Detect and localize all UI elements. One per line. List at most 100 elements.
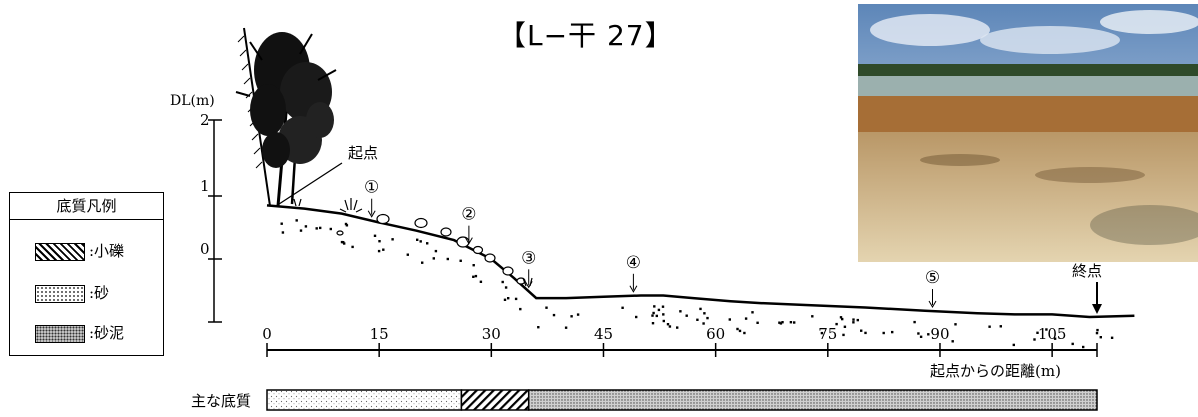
point-markers: ① ② ③ ④ ⑤ — [364, 178, 940, 309]
sediment-dot — [299, 229, 303, 232]
sediment-dot — [676, 326, 679, 329]
pebble-icons — [336, 213, 526, 285]
sediment-dot — [793, 321, 796, 324]
sediment-dot — [351, 245, 354, 249]
sediment-dot — [1110, 336, 1114, 339]
sediment-dot — [820, 331, 824, 335]
point-marker-label: ② — [461, 205, 476, 225]
sediment-dot — [434, 249, 438, 253]
point-marker-arrowhead — [524, 281, 533, 289]
x-tick-label: 60 — [706, 325, 725, 343]
sediment-dot — [702, 322, 705, 325]
sediment-dot — [864, 331, 867, 335]
substrate-label: 主な底質 — [191, 392, 251, 410]
sediment-dot — [340, 240, 344, 244]
sediment-dot — [685, 314, 688, 317]
sediment-dot — [779, 322, 783, 325]
page-title: 【L−干 27】 — [498, 19, 674, 52]
sediment-dot — [988, 325, 991, 328]
sediment-dot — [1036, 331, 1039, 334]
sediment-dot — [919, 335, 923, 338]
sediment-dot — [406, 253, 409, 256]
sediment-dot — [391, 238, 394, 241]
legend-label: :砂泥 — [89, 324, 125, 342]
sediment-dot — [1099, 336, 1102, 339]
sediment-dot — [679, 310, 682, 313]
sediment-dot — [503, 298, 507, 301]
legend-label: :小礫 — [89, 242, 125, 260]
sediment-dot — [703, 312, 706, 315]
sediment-dot — [653, 305, 656, 308]
sediment-dot — [295, 219, 298, 222]
sediment-dot — [860, 329, 863, 332]
point-marker-1: ① — [364, 178, 379, 218]
grass-icon — [293, 198, 533, 287]
sediment-dot — [744, 317, 748, 320]
sediment-dot — [474, 274, 478, 278]
sediment-dot — [728, 318, 731, 321]
sediment-dot — [999, 325, 1002, 328]
sediment-dot — [1071, 342, 1074, 346]
substrate-segment-sandy-mud — [527, 389, 1098, 411]
gravel-swatch — [35, 243, 85, 261]
sediment-dot — [852, 321, 855, 324]
sediment-dot — [661, 305, 665, 308]
sediment-dot — [519, 307, 522, 311]
y-tick-label: 2 — [200, 111, 210, 129]
point-marker-label: ③ — [521, 248, 536, 268]
sediment-dot — [652, 311, 655, 315]
sandy-mud-swatch — [35, 325, 85, 343]
sediment-dot — [751, 311, 754, 314]
sediment-dot — [1033, 338, 1036, 341]
sediment-dot — [514, 297, 518, 301]
sediment-dot — [426, 242, 429, 245]
sediment-dot — [789, 321, 793, 324]
sediment-dot — [472, 275, 475, 278]
sediment-dot — [576, 313, 580, 316]
substrate-segment-sand — [266, 389, 463, 411]
legend-item-sandy-mud: :砂泥 — [35, 323, 124, 343]
y-axis-label: DL(m) — [170, 93, 215, 109]
sediment-dot — [459, 259, 462, 262]
sediment-dot — [635, 315, 638, 319]
legend-label: :砂 — [89, 284, 110, 302]
sediment-dot — [537, 326, 540, 329]
x-tick-label: 45 — [594, 325, 613, 343]
sediment-dot — [913, 320, 916, 324]
sediment-dot — [421, 261, 424, 264]
start-pointer-line — [275, 162, 343, 207]
sand-swatch — [35, 285, 85, 303]
sediment-dot — [382, 248, 385, 251]
sediment-dot — [856, 318, 859, 322]
point-marker-label: ① — [364, 178, 379, 198]
legend-item-sand: :砂 — [35, 283, 109, 303]
x-axis-label: 起点からの距離(m) — [930, 362, 1061, 380]
sediment-dot — [781, 321, 784, 324]
point-marker-arrowhead — [464, 237, 473, 245]
end-arrowhead — [1092, 304, 1102, 314]
sediment-dot — [1095, 331, 1099, 335]
sediment-dot — [344, 222, 348, 226]
sediment-dot — [621, 306, 624, 309]
start-label: 起点 — [348, 144, 378, 162]
sediment-dot — [736, 327, 739, 331]
sediment-dot — [280, 222, 283, 225]
point-marker-5: ⑤ — [925, 268, 940, 309]
sediment-dot — [891, 330, 894, 334]
sediment-dot — [842, 333, 845, 337]
sediment-dot — [419, 240, 422, 243]
sediment-dot — [342, 241, 345, 244]
sediment-dot — [552, 313, 556, 317]
sediment-dot — [756, 321, 759, 324]
sediment-dot — [472, 264, 475, 267]
sediment-dot — [329, 227, 332, 231]
sediment-dot — [501, 280, 504, 284]
sediment-dot — [666, 323, 670, 326]
legend: 底質凡例 :小礫 :砂 :砂泥 — [9, 192, 164, 356]
point-marker-arrowhead — [367, 210, 376, 218]
sediment-dot — [738, 329, 742, 333]
point-marker-4: ④ — [626, 253, 641, 293]
sediment-dot — [662, 319, 665, 323]
sediment-dot — [927, 333, 930, 336]
point-marker-arrowhead — [928, 300, 937, 309]
